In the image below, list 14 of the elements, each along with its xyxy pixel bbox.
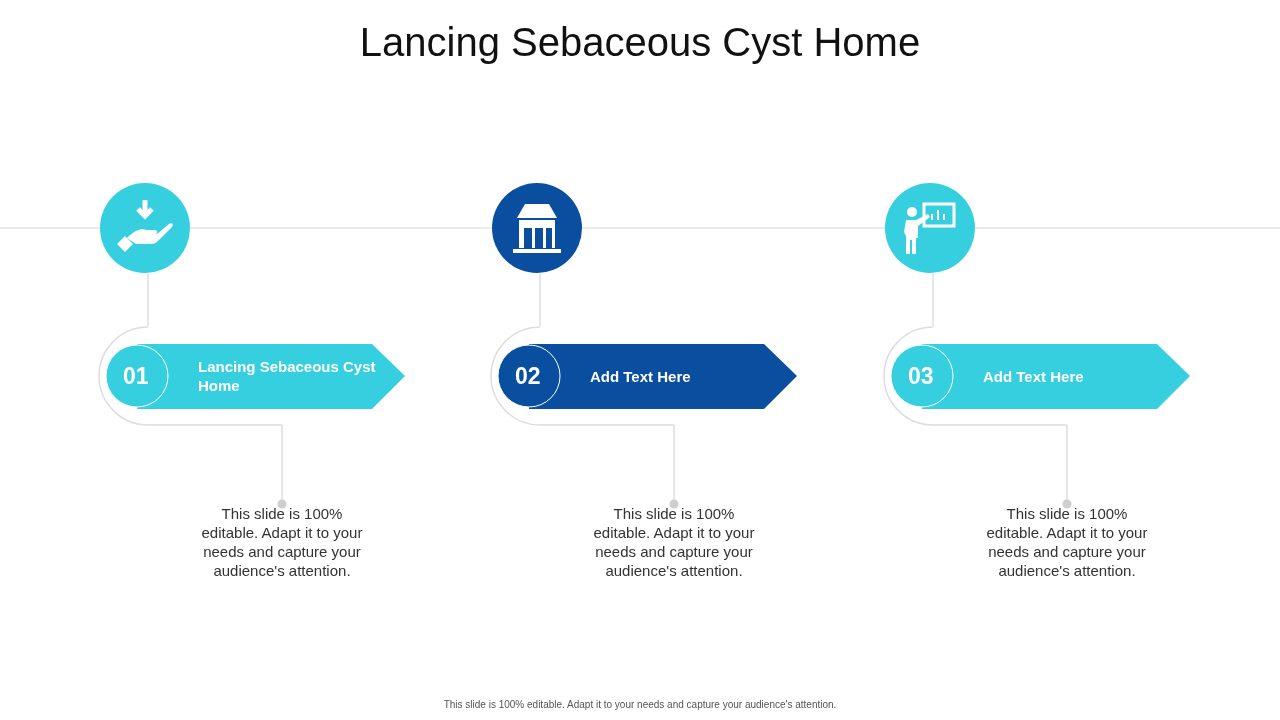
description-text: This slide is 100% editable. Adapt it to your needs and capture your audience's attention. — [192, 504, 372, 580]
step-title: Add Text Here — [590, 366, 692, 386]
connector-line — [1062, 424, 1072, 509]
step-number: 03 — [908, 363, 934, 390]
description-text: This slide is 100% editable. Adapt it to your needs and capture your audience's attention. — [584, 504, 764, 580]
slide-title: Lancing Sebaceous Cyst Home — [358, 20, 922, 65]
step-title: Add Text Here — [983, 366, 1085, 386]
footer-note: This slide is 100% editable. Adapt it to your needs and capture your audience's attention. — [442, 699, 838, 710]
step-number: 01 — [123, 363, 149, 390]
connector-line — [669, 424, 679, 509]
description-text: This slide is 100% editable. Adapt it to your needs and capture your audience's attention. — [977, 504, 1157, 580]
step-number: 02 — [515, 363, 541, 390]
connector-line — [277, 424, 287, 509]
step-title: Lancing Sebaceous Cyst Home — [198, 357, 377, 395]
